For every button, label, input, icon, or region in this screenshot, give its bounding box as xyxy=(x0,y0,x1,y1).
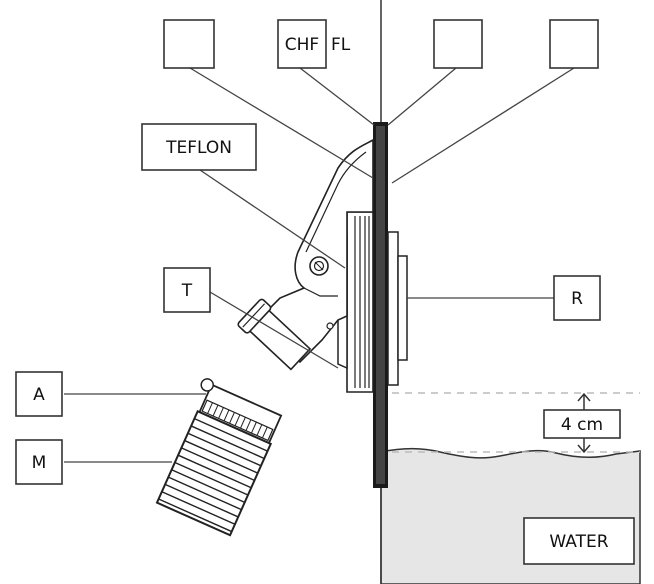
water-label: WATER xyxy=(549,532,608,552)
a-box xyxy=(15,371,63,417)
chf-label: CHF xyxy=(285,35,319,55)
r-label: R xyxy=(571,289,583,309)
water-box xyxy=(523,517,635,565)
teflon-label: TEFLON xyxy=(165,138,232,158)
tube-body xyxy=(258,138,374,364)
fl-label: FL xyxy=(331,35,351,55)
top-box-1 xyxy=(163,19,215,69)
m-label: M xyxy=(32,453,47,473)
t-label: T xyxy=(181,281,193,301)
leader-lines xyxy=(64,67,575,463)
m-box xyxy=(15,439,63,485)
t-box xyxy=(163,267,211,313)
top-box-3 xyxy=(433,19,483,69)
chf-box xyxy=(277,19,327,69)
a-label: A xyxy=(33,385,45,405)
top-box-4 xyxy=(549,19,599,69)
teflon-housing xyxy=(337,211,408,393)
teflon-box xyxy=(141,123,257,171)
bellows-assembly xyxy=(155,378,283,537)
distance-label: 4 cm xyxy=(561,415,603,435)
distance-box xyxy=(543,409,621,439)
r-box xyxy=(553,275,601,321)
